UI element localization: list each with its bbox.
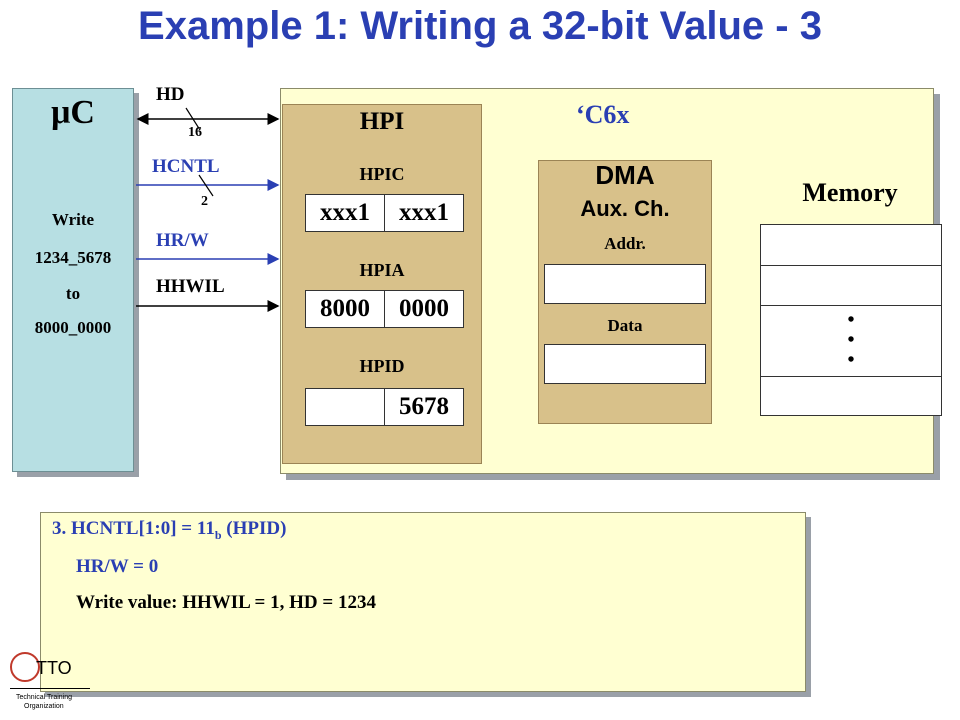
tto-logo-rule <box>10 688 90 689</box>
c6x-label: ‘C6x <box>576 100 630 129</box>
dma-data-label: Data <box>607 316 643 335</box>
hpia-high: 8000 <box>305 290 385 328</box>
signal-hd-label: HD <box>156 84 185 105</box>
step-line-1: 3. HCNTL[1:0] = 11b (HPID) <box>52 518 286 543</box>
uc-title: μC <box>51 94 95 131</box>
hpic-label: HPIC <box>359 164 405 184</box>
tto-logo-circle <box>10 652 40 682</box>
hpic-low: xxx1 <box>384 194 464 232</box>
tto-logo-caption-2: Organization <box>24 703 64 710</box>
hd-bus-slash <box>185 107 201 131</box>
uc-line-3: to <box>65 284 81 303</box>
uc-line-4: 8000_0000 <box>34 318 112 337</box>
step-suffix: (HPID) <box>221 518 287 539</box>
step-line-2: HR/W = 0 <box>76 556 159 577</box>
step-line-3: Write value: HHWIL = 1, HD = 1234 <box>76 592 376 613</box>
tto-logo-text: TTO <box>36 658 72 678</box>
dma-title: DMA <box>595 160 655 190</box>
uc-line-2: 1234_5678 <box>34 248 112 267</box>
signal-hrw-label: HR/W <box>156 230 209 251</box>
hpid-low: 5678 <box>384 388 464 426</box>
microcontroller-box <box>12 88 134 472</box>
dma-addr-label: Addr. <box>604 234 646 253</box>
dma-data-field <box>544 344 706 384</box>
memory-cell-3 <box>760 305 942 377</box>
hpid-label: HPID <box>359 356 405 376</box>
hcntl-bus-slash <box>198 174 214 197</box>
memory-title: Memory <box>802 178 898 207</box>
hpia-label: HPIA <box>359 260 405 280</box>
signal-hcntl-label: HCNTL <box>152 156 220 177</box>
tto-logo-caption-1: Technical Training <box>16 694 73 701</box>
memory-ellipsis: • • • <box>847 309 855 371</box>
step-prefix: 3. HCNTL[1:0] = 11 <box>52 518 215 539</box>
hpi-title: HPI <box>359 108 405 135</box>
memory-cell-4 <box>760 376 942 416</box>
dma-addr-field <box>544 264 706 304</box>
page-title: Example 1: Writing a 32-bit Value - 3 <box>138 4 822 48</box>
signal-hhwil-label: HHWIL <box>156 276 225 297</box>
uc-line-1: Write <box>51 210 95 229</box>
hpia-low: 0000 <box>384 290 464 328</box>
memory-cell-1 <box>760 224 942 266</box>
hpic-high: xxx1 <box>305 194 385 232</box>
hpid-high <box>305 388 385 426</box>
signal-hcntl-width: 2 <box>201 194 208 209</box>
step-subscript: b <box>214 527 222 542</box>
step-note-box <box>40 512 806 692</box>
dma-subtitle: Aux. Ch. <box>580 196 670 221</box>
